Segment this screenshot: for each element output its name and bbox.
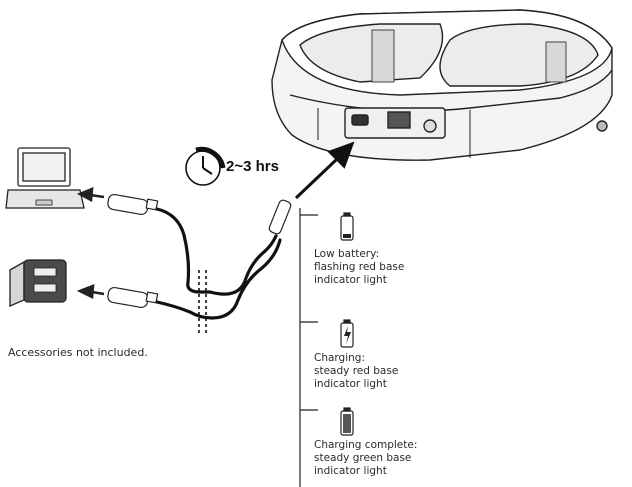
- indicator-timeline: [299, 208, 318, 487]
- clock-icon: [185, 146, 226, 186]
- battery-charging-icon: [340, 319, 354, 348]
- charging-cable: [155, 207, 282, 320]
- indicator-line: Charging:: [314, 352, 365, 364]
- indicator-line: indicator light: [314, 274, 387, 286]
- insert-arrows: [76, 186, 105, 300]
- laptop-icon: [5, 147, 85, 209]
- micro-usb-plug: [268, 199, 292, 235]
- accessories-note: Accessories not included.: [8, 346, 148, 359]
- indicator-low-battery-text: Low battery: flashing red base indicator…: [314, 248, 404, 287]
- indicator-line: indicator light: [314, 465, 387, 477]
- battery-full-icon: [340, 407, 354, 436]
- indicator-line: Charging complete:: [314, 439, 418, 451]
- indicator-line: steady red base: [314, 365, 399, 377]
- indicator-line: indicator light: [314, 378, 387, 390]
- battery-low-icon: [340, 212, 354, 241]
- usb-plug-top: [107, 193, 159, 216]
- indicator-complete-text: Charging complete: steady green base ind…: [314, 439, 417, 478]
- wall-adapter-icon: [9, 259, 67, 307]
- usb-plug-bottom: [107, 286, 159, 309]
- cable-break-marker: [198, 270, 207, 335]
- indicator-line: flashing red base: [314, 261, 405, 273]
- plug-in-arrow: [294, 141, 355, 200]
- indicator-line: Low battery:: [314, 248, 380, 260]
- indicator-line: steady green base: [314, 452, 412, 464]
- charge-time-label: 2~3 hrs: [226, 158, 279, 175]
- charging-dock: [271, 9, 613, 161]
- indicator-charging-text: Charging: steady red base indicator ligh…: [314, 352, 398, 391]
